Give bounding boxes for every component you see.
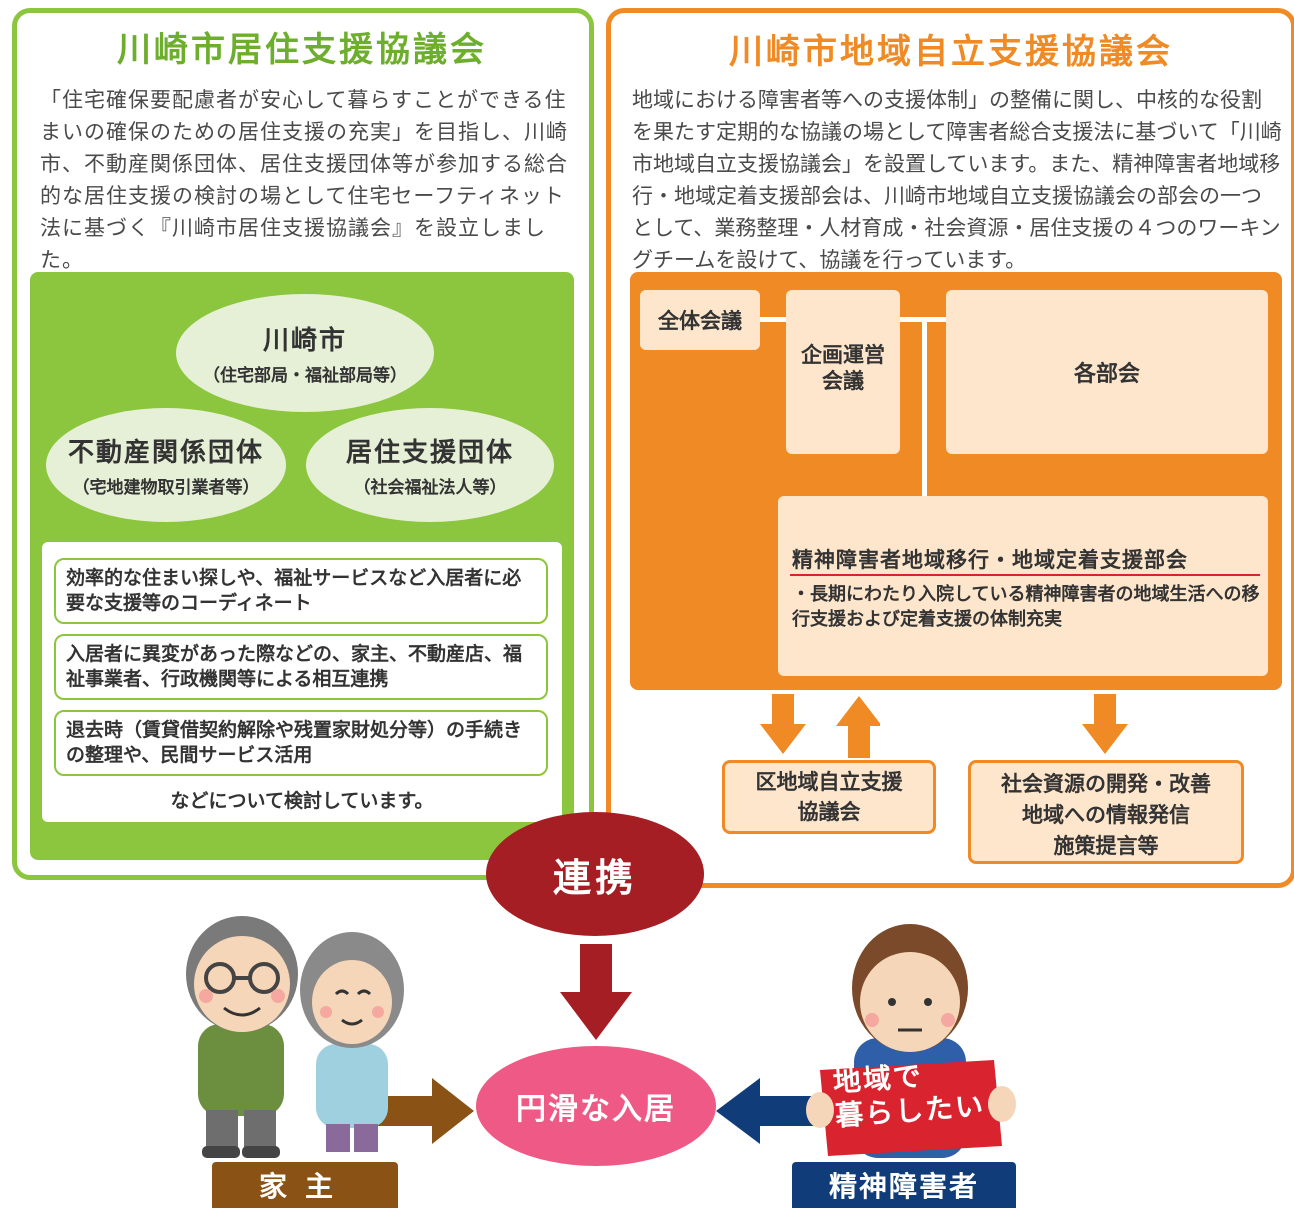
woman-cardigan [316, 1044, 388, 1128]
connector-line [760, 317, 788, 322]
up-arrow-icon [836, 696, 880, 758]
social-resources-box: 社会資源の開発・改善 地域への情報発信 施策提言等 [968, 760, 1244, 864]
member-detail: （住宅部局・福祉部局等） [203, 366, 407, 386]
planning-meeting-box: 企画運営 会議 [786, 290, 900, 454]
title-underline [790, 574, 1260, 576]
mental-disability-subcommittee-box [778, 496, 1268, 676]
left-arrow-icon [716, 1078, 820, 1144]
subcommittees-box: 各部会 [946, 290, 1268, 454]
man-sweater [198, 1024, 284, 1116]
smooth-entry-ellipse: 円滑な入居 [476, 1046, 716, 1166]
down-arrow-icon [1082, 694, 1128, 754]
mental-disability-subcommittee-note: ・長期にわたり入院している精神障害者の地域生活への移行支援および定着支援の体制充… [792, 584, 1260, 630]
independence-support-council-title: 川崎市地域自立支援協議会 [729, 32, 1173, 72]
sign-board [820, 1060, 1002, 1156]
ward-label-line1: 区地域自立支援 [755, 770, 903, 794]
right-arrow-icon [376, 1078, 474, 1144]
member-housing-support-groups: 居住支援団体 （社会福祉法人等） [306, 408, 554, 522]
planning-label-line2: 会議 [822, 369, 864, 393]
ward-label-line2: 協議会 [797, 800, 861, 824]
person-with-sign-illustration [806, 924, 1016, 1158]
orange-arrow-social [1082, 694, 1128, 754]
member-real-estate-groups: 不動産関係団体 （宅地建物取引業者等） [46, 408, 286, 522]
ward-independence-council-box: 区地域自立支援 協議会 [722, 760, 936, 834]
topics-footer: などについて検討しています。 [170, 790, 434, 812]
mental-disability-subcommittee-title: 精神障害者地域移行・地域定着支援部会 [792, 548, 1188, 572]
independence-support-council-description: 地域における障害者等への支援体制」の整備に関し、中核的な役割を果たす定期的な協議… [632, 88, 1282, 272]
landlord-couple-illustration [186, 916, 404, 1158]
down-arrow-icon [560, 944, 632, 1040]
residential-support-council-title: 川崎市居住支援協議会 [117, 30, 487, 70]
member-kawasaki-city: 川崎市 （住宅部局・福祉部局等） [176, 294, 434, 412]
topic-item: 効率的な住まい探しや、福祉サービスなど入居者に必要な支援等のコーディネート [54, 558, 548, 624]
all-members-meeting-box: 全体会議 [640, 290, 760, 350]
member-detail: （宅地建物取引業者等） [72, 478, 260, 498]
connector-line [922, 317, 927, 497]
cooperation-ellipse: 連携 [486, 812, 704, 936]
member-name: 不動産関係団体 [67, 438, 264, 468]
down-arrow-icon [760, 694, 806, 754]
member-name: 川崎市 [262, 326, 347, 356]
member-name: 居住支援団体 [345, 438, 514, 468]
social-label-line2: 地域への情報発信 [1022, 803, 1190, 827]
member-detail: （社会福祉法人等） [353, 478, 507, 498]
planning-label-line1: 企画運営 [801, 343, 885, 367]
social-label-line1: 社会資源の開発・改善 [1001, 772, 1211, 796]
topic-item: 退去時（賃貸借契約解除や残置家財処分等）の手続きの整理や、民間サービス活用 [54, 710, 548, 776]
residential-support-council-description: 「住宅確保要配慮者が安心して暮らすことができる住まいの確保のための居住支援の充実… [40, 88, 568, 272]
topic-item: 入居者に異変があった際などの、家主、不動産店、福祉事業者、行政機関等による相互連… [54, 634, 548, 700]
orange-arrows-ward [760, 694, 880, 758]
social-label-line3: 施策提言等 [1053, 834, 1159, 858]
person-with-mental-disability-label: 精神障害者 [792, 1162, 1016, 1208]
sign-text: 地域で 暮らしたい [832, 1055, 996, 1134]
landlord-label: 家主 [212, 1162, 398, 1208]
